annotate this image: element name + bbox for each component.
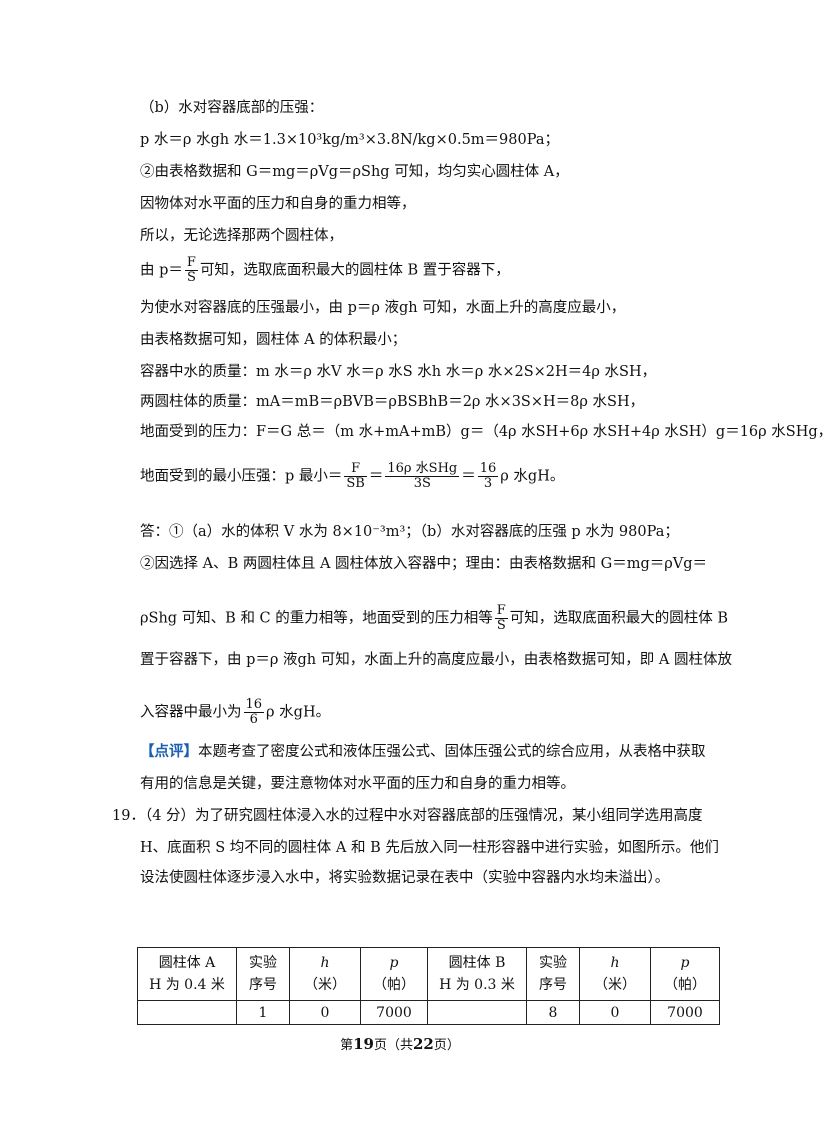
fraction-denominator: S: [186, 270, 196, 285]
question-19-line-2: H、底面积 S 均不同的圆柱体 A 和 B 先后放入同一柱形容器中进行实验，如图…: [140, 840, 719, 856]
line-18-text: 本题考查了密度公式和液体压强公式、固体压强公式的综合应用，从表格中获取: [198, 744, 706, 760]
fraction-denominator: SB: [346, 476, 365, 491]
table-cell: 8: [526, 1000, 580, 1025]
footer-pre: 第: [340, 1038, 354, 1053]
line-15-pre: ρShg 可知、B 和 C 的重力相等，地面受到的压力相等: [140, 610, 493, 627]
fraction-denominator: 3: [483, 476, 493, 491]
sequence-header-a: 实验 序号: [236, 947, 290, 1001]
line-2: p 水＝ρ 水gh 水＝1.3×10³kg/m³×3.8N/kg×0.5m＝98…: [140, 132, 559, 148]
table-cell: 7000: [650, 1000, 720, 1025]
line-1: （b）水对容器底部的压强：: [140, 100, 324, 116]
fraction-numerator: 16ρ 水SHg: [385, 461, 460, 477]
sequence-header-b: 实验 序号: [526, 947, 580, 1001]
table-cell: 7000: [360, 1000, 428, 1025]
line-17-pre: 入容器中最小为: [140, 704, 242, 721]
line-16: 置于容器下，由 p＝ρ 液gh 可知，水面上升的高度应最小，由表格数据可知，即 …: [140, 652, 732, 668]
sequence-label-2: 序号: [539, 977, 567, 993]
page-number: 19: [353, 1035, 374, 1053]
line-6-pre: 由 p＝: [140, 262, 183, 279]
h-unit: （米）: [594, 977, 636, 993]
fraction-denominator: S: [496, 618, 506, 633]
cylinder-b-header: 圆柱体 B H 为 0.3 米: [427, 947, 527, 1001]
fraction-denominator: 3S: [413, 476, 431, 491]
fraction-numerator: F: [494, 603, 508, 619]
cylinder-b-height: H 为 0.3 米: [439, 977, 515, 993]
line-14: ②因选择 A、B 两圆柱体且 A 圆柱体放入容器中；理由：由表格数据和 G＝mg…: [140, 556, 708, 572]
line-10: 两圆柱体的质量：mA＝mB＝ρBVB＝ρBSBhB＝2ρ 水×3S×H＝8ρ 水…: [140, 394, 645, 410]
line-15-post: 可知，选取底面积最大的圆柱体 B: [509, 610, 729, 627]
line-19: 有用的信息是关键，要注意物体对水平面的压力和自身的重力相等。: [140, 776, 575, 792]
line-8: 由表格数据可知，圆柱体 A 的体积最小；: [140, 332, 407, 348]
line-3: ②由表格数据和 G＝mg＝ρVg＝ρShg 可知，均匀实心圆柱体 A，: [140, 164, 569, 180]
line-5: 所以，无论选择那两个圆柱体，: [140, 228, 343, 244]
footer-mid: 页（共: [373, 1038, 413, 1053]
line-17-post: ρ 水gH。: [266, 704, 331, 721]
cylinder-a-header: 圆柱体 A H 为 0.4 米: [137, 947, 237, 1001]
fraction-numerator: 16: [243, 697, 265, 713]
cylinder-a-name: 圆柱体 A: [158, 955, 216, 971]
h-header-b: h （米）: [579, 947, 651, 1001]
fraction-numerator: 16: [477, 461, 499, 477]
total-pages: 22: [413, 1035, 434, 1053]
sequence-label: 实验: [249, 955, 277, 971]
table-header-row: 圆柱体 A H 为 0.4 米 实验 序号 h （米） p （帕） 圆柱体 B …: [137, 947, 720, 1001]
fraction-numerator: F: [344, 462, 367, 477]
p-symbol: p: [680, 955, 690, 971]
sequence-label: 实验: [539, 955, 567, 971]
line-12-pre: 地面受到的最小压强：p 最小＝: [140, 468, 343, 485]
line-9: 容器中水的质量：m 水＝ρ 水V 水＝ρ 水S 水h 水＝ρ 水×2S×2H＝4…: [140, 364, 657, 380]
fraction-numerator: F: [184, 255, 198, 271]
h-symbol: h: [610, 955, 620, 971]
fraction-denominator: 6: [249, 712, 258, 727]
line-13: 答：①（a）水的体积 V 水为 8×10⁻³m³；（b）水对容器底的压强 p 水…: [140, 524, 679, 540]
line-7: 为使水对容器底的压强最小，由 p＝ρ 液gh 可知，水面上升的高度应最小，: [140, 300, 626, 316]
empty-cell-b: [427, 1000, 527, 1025]
experiment-table: 圆柱体 A H 为 0.4 米 实验 序号 h （米） p （帕） 圆柱体 B …: [137, 947, 720, 1025]
cylinder-a-height: H 为 0.4 米: [149, 977, 225, 993]
p-header-b: p （帕）: [650, 947, 720, 1001]
p-header-a: p （帕）: [360, 947, 428, 1001]
sequence-label-2: 序号: [249, 977, 277, 993]
page-footer: 第19页（共22页）: [0, 1034, 800, 1053]
table-cell: 1: [236, 1000, 290, 1025]
footer-post: 页）: [433, 1038, 460, 1053]
review-tag: 【点评】: [140, 743, 198, 760]
table-row: 1 0 7000 8 0 7000: [137, 1000, 720, 1025]
cylinder-b-name: 圆柱体 B: [448, 955, 506, 971]
question-19-line-3: 设法使圆柱体逐步浸入水中，将实验数据记录在表中（实验中容器内水均未溢出）。: [140, 870, 670, 886]
empty-cell-a: [137, 1000, 237, 1025]
line-4: 因物体对水平面的压力和自身的重力相等，: [140, 196, 416, 212]
line-12-post: ρ 水gH。: [500, 468, 565, 485]
line-18: 【点评】本题考查了密度公式和液体压强公式、固体压强公式的综合应用，从表格中获取: [140, 742, 706, 762]
question-19-line-1: 19．（4 分）为了研究圆柱体浸入水的过程中水对容器底部的压强情况，某小组同学选…: [112, 808, 703, 824]
p-unit: （帕）: [373, 977, 415, 993]
h-header-a: h （米）: [289, 947, 361, 1001]
h-unit: （米）: [304, 977, 346, 993]
p-unit: （帕）: [664, 977, 706, 993]
line-11: 地面受到的压力：F＝G 总＝（m 水+mA+mB）g＝（4ρ 水SH+6ρ 水S…: [140, 424, 832, 440]
table-cell: 0: [289, 1000, 361, 1025]
table-cell: 0: [579, 1000, 651, 1025]
h-symbol: h: [320, 955, 330, 971]
line-6-post: 可知，选取底面积最大的圆柱体 B 置于容器下，: [199, 262, 510, 279]
p-symbol: p: [389, 955, 399, 971]
